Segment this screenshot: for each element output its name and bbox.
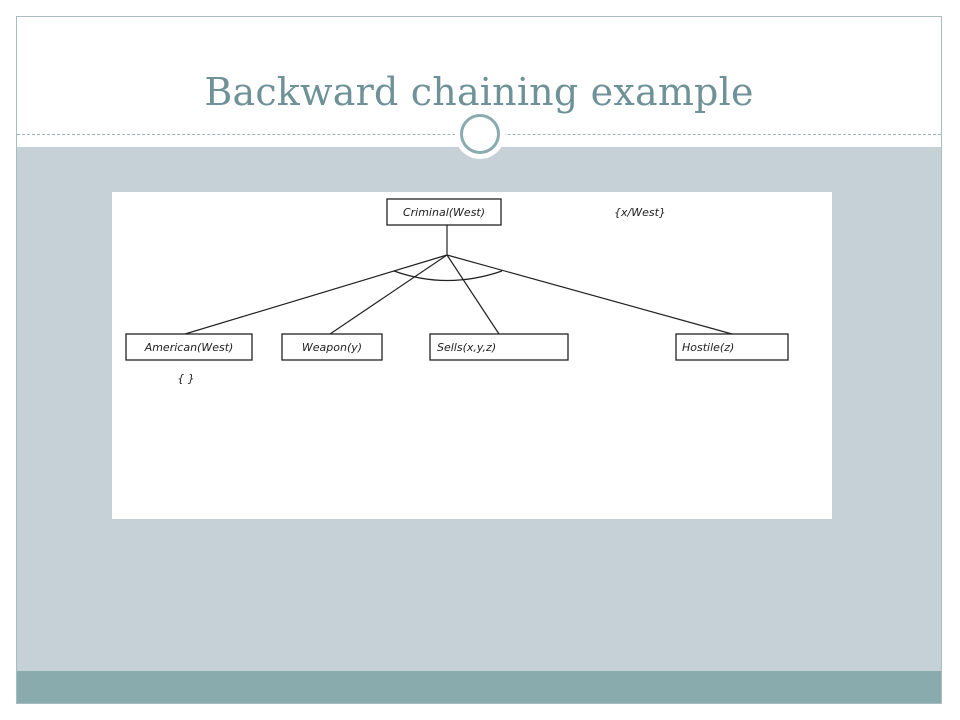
circle-ornament-icon — [455, 109, 505, 159]
child-node-box-weapon — [281, 333, 383, 361]
ring-icon — [460, 114, 500, 154]
child-node-box-hostile — [675, 333, 789, 361]
child-node-label-american: American(West) — [144, 341, 234, 354]
child-node-label-hostile: Hostile(z) — [682, 341, 734, 354]
edge-hostile — [446, 254, 733, 335]
edge-sells — [446, 254, 500, 335]
child-node-box-american — [125, 333, 253, 361]
root-node-box — [386, 198, 502, 226]
child-node-label-weapon: Weapon(y) — [302, 341, 362, 354]
slide-title: Backward chaining example — [204, 70, 754, 114]
american-substitution: { } — [177, 372, 195, 385]
child-node-box-sells — [429, 333, 569, 361]
conjunction-arc — [393, 270, 503, 282]
root-node-label: Criminal(West) — [403, 206, 485, 219]
root-substitution: {x/West} — [614, 206, 666, 219]
bottom-bar — [17, 671, 941, 703]
child-node-label-sells: Sells(x,y,z) — [437, 341, 496, 354]
diagram-panel: Criminal(West) {x/West} American(West) W… — [112, 192, 832, 519]
edge-weapon — [329, 254, 448, 335]
edge-american — [184, 254, 448, 335]
proof-tree-diagram: Criminal(West) {x/West} American(West) W… — [125, 198, 789, 385]
